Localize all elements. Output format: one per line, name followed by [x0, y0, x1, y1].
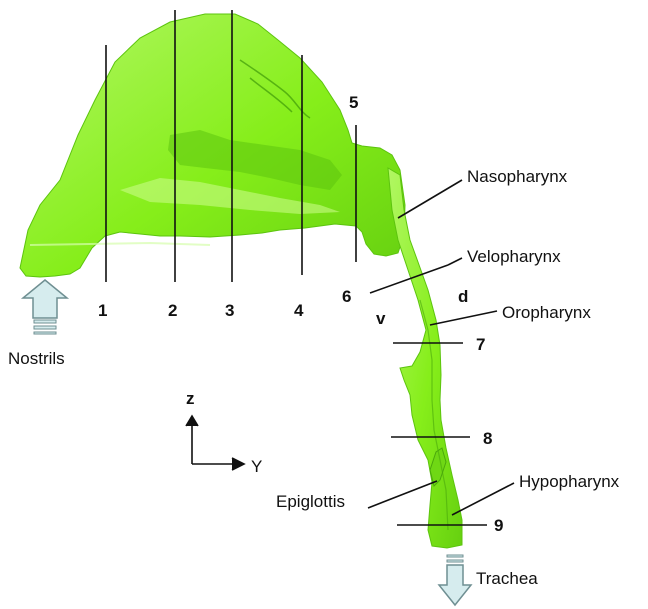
section-label-6: 6 [342, 287, 351, 306]
section-label-9: 9 [494, 516, 503, 535]
trachea-arrow-icon [439, 555, 471, 605]
nostrils-label: Nostrils [8, 349, 65, 368]
section-label-2: 2 [168, 301, 177, 320]
epiglottis-label: Epiglottis [276, 492, 345, 511]
section-label-7: 7 [476, 335, 485, 354]
hypopharynx-leader [452, 483, 514, 515]
oropharynx-label: Oropharynx [502, 303, 591, 322]
y-axis-label: Y [251, 457, 262, 476]
dorsal-marker: d [458, 287, 468, 306]
oropharynx-leader [430, 311, 497, 325]
section-label-1: 1 [98, 301, 107, 320]
trachea-label: Trachea [476, 569, 538, 588]
section-label-3: 3 [225, 301, 234, 320]
hypopharynx-label: Hypopharynx [519, 472, 620, 491]
coordinate-axes [186, 416, 244, 470]
z-axis-label: z [186, 389, 195, 408]
velopharynx-leader [448, 258, 462, 265]
z-axis-arrowhead-icon [186, 416, 198, 426]
section-label-8: 8 [483, 429, 492, 448]
nostrils-arrow-icon [23, 280, 67, 334]
section-label-5: 5 [349, 93, 358, 112]
nasopharynx-label: Nasopharynx [467, 167, 568, 186]
velopharynx-label: Velopharynx [467, 247, 561, 266]
pharynx-shape [388, 168, 462, 548]
nasopharynx-leader [398, 180, 462, 218]
y-axis-arrowhead-icon [232, 458, 244, 470]
epiglottis-leader [368, 481, 437, 508]
ventral-marker: v [376, 309, 386, 328]
airway-model [20, 14, 462, 548]
section-label-4: 4 [294, 301, 304, 320]
